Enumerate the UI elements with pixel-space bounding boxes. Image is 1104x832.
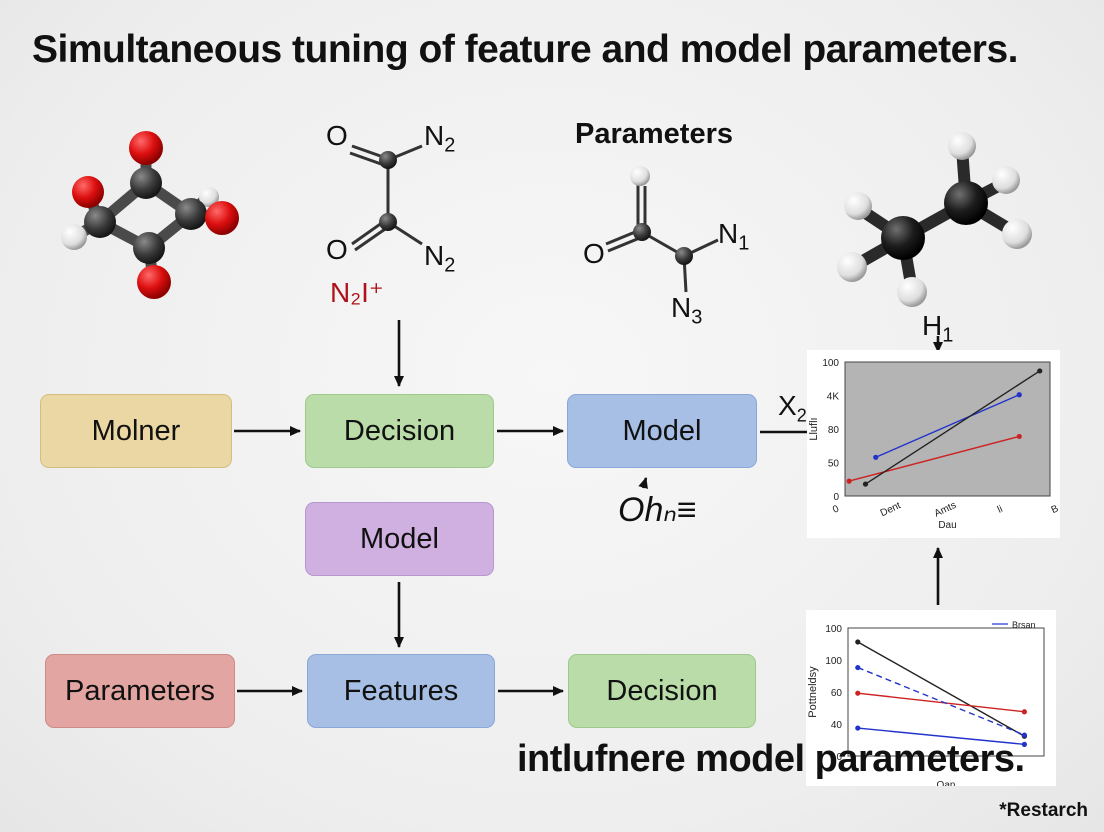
y-tick-label: 100 <box>825 656 842 667</box>
x-axis-label: Oan <box>937 780 956 786</box>
y-axis-label: Pottneldsy <box>807 666 819 718</box>
data-point <box>862 481 869 487</box>
x-tick-label: Dent <box>879 500 903 519</box>
series-line <box>875 394 1020 458</box>
page-title: Simultaneous tuning of feature and model… <box>32 28 1019 71</box>
ion-label: N₂I⁺ <box>330 277 384 308</box>
atom-label-n1: N1 <box>718 218 750 255</box>
atom-label-n2: N2 <box>424 240 456 277</box>
y-tick-label: 100 <box>825 624 842 635</box>
decision-bottom-box[interactable]: Decision <box>568 654 756 728</box>
atom-carbon <box>379 151 397 169</box>
y-tick-label: 50 <box>828 459 840 470</box>
y-tick-label: 40 <box>831 720 843 731</box>
features-box[interactable]: Features <box>307 654 495 728</box>
atom-carbon <box>675 247 693 265</box>
x2-label: X2 <box>778 390 807 426</box>
data-point <box>855 639 861 645</box>
model-symbol: Ohₙ≡ <box>618 491 697 529</box>
series-line <box>865 370 1041 485</box>
decision-top-box[interactable]: Decision <box>305 394 494 468</box>
parameters-box[interactable]: Parameters <box>45 654 235 728</box>
data-point <box>1016 392 1022 398</box>
x-tick-label: Amts <box>933 500 958 520</box>
molner-box[interactable]: Molner <box>40 394 232 468</box>
model-mid-box[interactable]: Model <box>305 502 494 576</box>
series-line <box>857 641 1025 737</box>
x-axis-label: Dau <box>938 520 956 531</box>
legend-label: Brsan <box>1012 620 1036 630</box>
atom-label-n2: N2 <box>424 120 456 157</box>
model-top-box[interactable]: Model <box>567 394 757 468</box>
atom-label-n3: N3 <box>671 292 703 329</box>
x-tick-label: 0 <box>831 503 841 516</box>
data-point <box>1037 368 1043 374</box>
footer-note: *Restarch <box>999 800 1088 821</box>
atom-label-o: O <box>326 120 348 151</box>
y-tick-label: 60 <box>831 688 843 699</box>
data-point <box>855 664 861 671</box>
molecule-ring-model <box>61 131 239 299</box>
data-point <box>1021 741 1027 747</box>
y-tick-label: 0 <box>836 752 842 763</box>
data-point <box>855 725 861 731</box>
atom-label-o: O <box>583 238 605 269</box>
series-line <box>857 727 1025 746</box>
atom-label-h1: H1 <box>922 310 954 347</box>
x-tick-label: B <box>1050 503 1060 516</box>
data-point <box>873 454 879 460</box>
data-point <box>855 690 861 696</box>
series-line <box>857 692 1025 713</box>
plot-area <box>844 361 1051 497</box>
molecule-ethane-model <box>837 132 1032 307</box>
y-axis-label: Lluflı <box>808 417 820 440</box>
y-tick-label: 0 <box>833 492 839 503</box>
parameters-heading: Parameters <box>575 118 733 150</box>
bottom-caption: intlufnere model parameters. <box>517 738 1025 780</box>
flow-arrows <box>234 320 943 696</box>
y-tick-label: 4K <box>827 392 840 403</box>
data-point <box>846 478 852 484</box>
atom-carbon <box>633 223 651 241</box>
data-point <box>1016 433 1022 440</box>
x-tick-label: li <box>996 504 1005 516</box>
y-tick-label: 80 <box>828 425 840 436</box>
data-point <box>1021 709 1027 715</box>
y-tick-label: 100 <box>822 358 839 369</box>
molecule-parameters-skeleton <box>605 180 719 293</box>
series-line <box>848 435 1020 482</box>
atom-label-o: O <box>326 234 348 265</box>
data-point <box>1021 732 1027 738</box>
atom-hydrogen <box>630 166 650 186</box>
atom-carbon <box>379 213 397 231</box>
